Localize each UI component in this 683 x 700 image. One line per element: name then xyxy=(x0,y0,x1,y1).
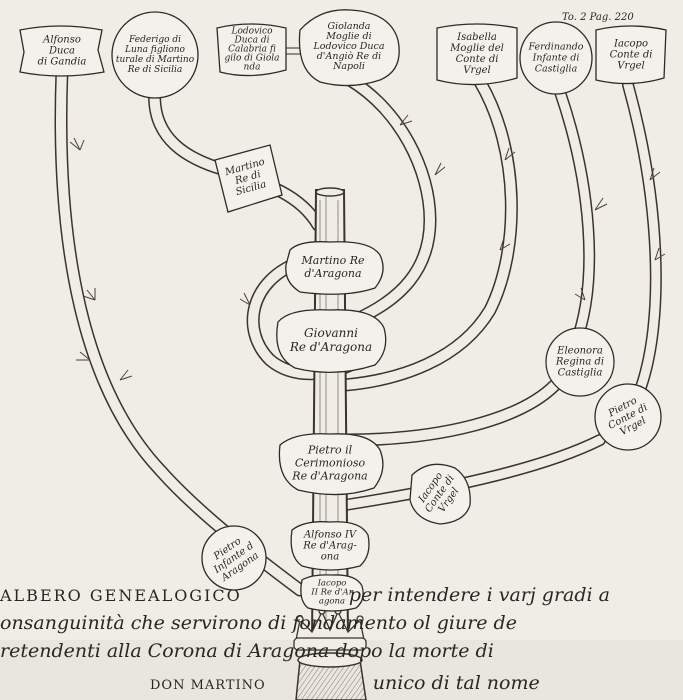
node-shape-isabella xyxy=(436,23,518,86)
caption-line-4-rest: unico di tal nome xyxy=(372,672,540,694)
caption-line-1: ALBERO GENEALOGICO per intendere i varj … xyxy=(0,584,610,606)
leaf-sprigs xyxy=(69,114,666,381)
node-shape-pietro-cerimonioso xyxy=(278,433,384,496)
node-shape-martino-sicilia xyxy=(214,144,283,213)
node-shape-eleonora xyxy=(545,327,615,397)
caption-line-1-rest: per intendere i varj gradi a xyxy=(348,584,610,606)
caption-don-martino: DON MARTINO xyxy=(150,678,266,693)
node-shape-lodovico xyxy=(216,23,287,77)
page-reference: To. 2 Pag. 220 xyxy=(562,12,634,23)
node-shape-iacopo-conte-mid xyxy=(409,463,471,525)
caption-line-4: DON MARTINO unico di tal nome xyxy=(150,672,540,694)
caption-line-3: retendenti alla Corona di Aragona dopo l… xyxy=(0,640,494,662)
node-shape-alfonso-iv xyxy=(290,521,370,571)
node-shape-giovanni xyxy=(276,309,387,373)
node-shape-federigo xyxy=(111,11,199,99)
node-shape-pietro-infante xyxy=(201,525,267,591)
node-shape-iacopo-ii xyxy=(300,574,364,612)
node-shape-alfonso-duca xyxy=(19,25,105,77)
node-shape-giolanda xyxy=(298,9,400,87)
caption-line-2: onsanguinità che servirono di fondamento… xyxy=(0,612,517,634)
marriage-connector xyxy=(286,47,300,55)
node-shape-ferdinando xyxy=(519,21,593,95)
crown-icon xyxy=(293,607,367,651)
node-shape-iacopo-conte-top xyxy=(595,25,667,85)
caption-title: ALBERO GENEALOGICO xyxy=(0,586,242,605)
node-shape-pietro-conte xyxy=(594,383,662,451)
node-shape-martino-aragona xyxy=(285,241,384,295)
